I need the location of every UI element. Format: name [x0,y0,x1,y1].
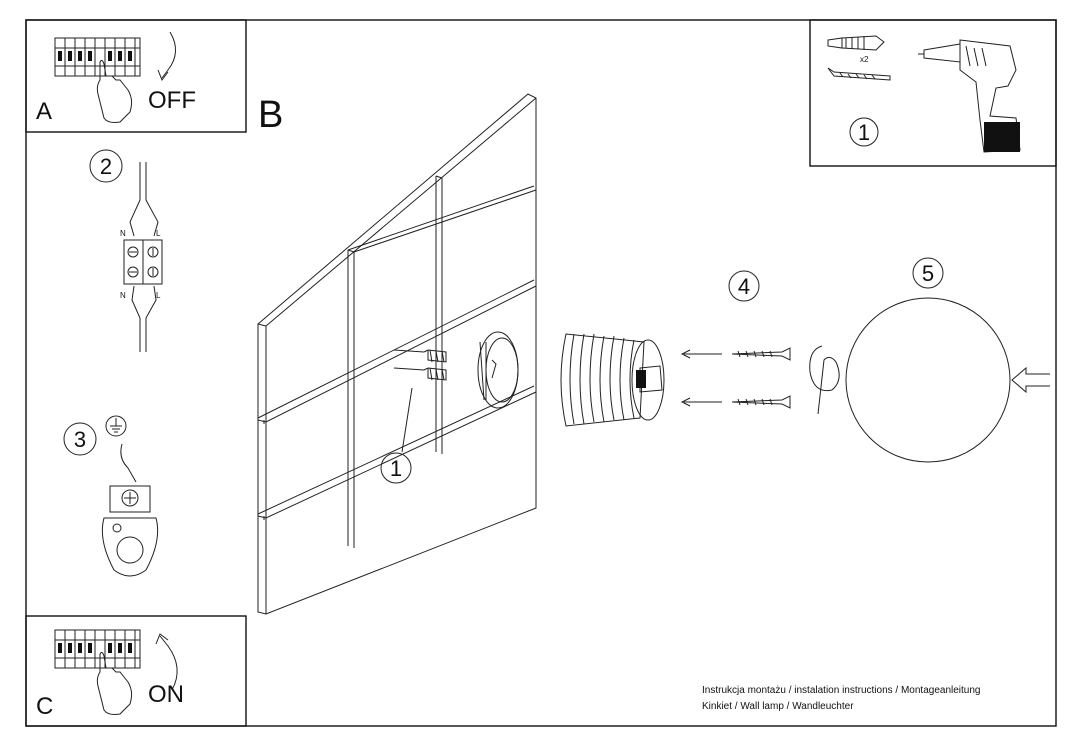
wire-l-bottom: L [156,291,161,300]
leader-line [401,387,413,453]
tile-joint-col-1 [347,249,355,548]
panel-a-frame [25,19,247,133]
panel-b-letter: B [258,94,283,136]
hand-icon [96,651,133,715]
step-2-circle [89,149,123,183]
arrow-left-icon [680,349,722,359]
mounting-bracket-icon [477,331,519,409]
dowel-count-label: x2 [860,55,869,64]
step-4-circle [728,270,760,302]
curved-arrow-up-icon [159,635,178,691]
outer-frame [25,19,1057,727]
step-1-tools-number: 1 [858,120,870,145]
tile-joint-row-1 [257,285,537,423]
step-2-number: 2 [100,154,112,179]
ground-symbol-icon [105,415,127,437]
tools-panel-frame [809,19,1057,167]
fuse-box-icon [54,37,141,77]
caption-line-1: Instrukcja montażu / instalation instruc… [702,685,981,696]
step-4-number: 4 [738,274,750,299]
step-1-tools-circle [849,117,879,147]
screw-icon [731,347,791,361]
step-3-circle [63,422,97,456]
drill-icon [918,39,1021,153]
arrow-left-icon [1011,366,1050,394]
panel-c-power-on: C ON [25,615,247,727]
panel-c-frame [25,615,247,727]
ground-wire-icon [120,443,137,483]
step-3-ground: 3 [63,415,159,577]
wall-plug-icon [827,35,885,51]
lamp-base-icon [560,333,665,427]
step-3-number: 3 [74,427,86,452]
glass-globe-icon [845,297,1011,463]
panel-a-letter: A [36,98,52,125]
step-1-wall-circle [380,452,412,484]
step-5-number: 5 [922,261,934,286]
step-5-circle [912,257,944,289]
wall-tiles [257,93,537,615]
cable-loop-icon [809,345,840,415]
panel-a-power-off: A OFF [25,19,247,133]
wire-n-bottom: N [120,291,126,300]
caption-line-2: Kinkiet / Wall lamp / Wandleuchter [702,701,854,712]
step-2-wiring: 2 N L N L [89,149,163,352]
wire-top-icon [129,162,159,237]
wire-bottom-icon [131,285,157,352]
arrow-left-icon [680,397,722,407]
wall-outline [257,93,537,615]
screw-icon [731,395,791,409]
power-off-label: OFF [148,87,196,114]
panel-c-letter: C [36,693,53,720]
fuse-box-icon [54,629,141,669]
step-1-wall-number: 1 [390,456,402,481]
tile-joint-row-2 [257,391,537,519]
screw-icon [827,67,891,81]
curved-arrow-down-icon [161,31,176,79]
wire-l-top: L [156,229,161,238]
wall-screws [393,349,447,453]
hand-icon [96,59,133,123]
tools-panel: x2 1 [809,19,1057,167]
terminal-block-icon [123,239,163,285]
ground-terminal-icon [101,485,159,577]
power-on-label: ON [148,681,184,708]
wire-n-top: N [120,229,126,238]
